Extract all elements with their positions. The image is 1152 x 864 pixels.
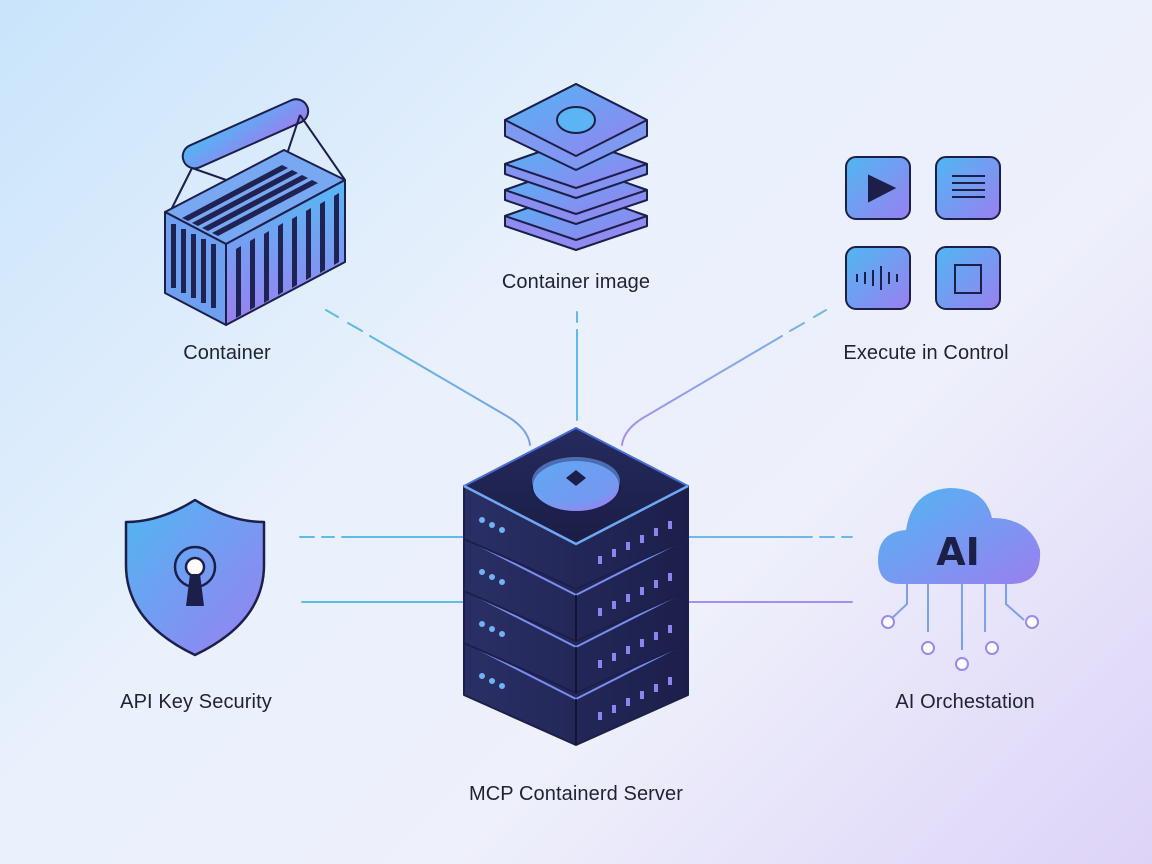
layer-stack-icon [504,83,648,251]
security-label: API Key Security [120,691,272,713]
lines-tile [935,156,1001,220]
connector-execute [621,309,827,446]
server-label: MCP Containerd Server [468,783,684,805]
execute-label: Execute in Control [843,342,1009,364]
lines-icon [952,175,985,198]
play-icon [868,174,897,203]
container-image-label: Container image [501,271,651,293]
server-stack-icon [463,427,689,746]
waveform-icon [856,266,898,290]
container-label: Container [183,342,271,364]
connectors [299,309,853,603]
stop-icon [954,264,982,294]
waveform-tile [845,246,911,310]
ai-icon-text: AI [936,530,980,574]
stop-tile [935,246,1001,310]
ai-label: AI Orchestation [895,691,1035,713]
shipping-container-icon [164,98,346,326]
ai-cloud-icon: AI [878,488,1041,671]
shield-keyhole-icon [124,498,266,657]
connector-container [325,309,531,446]
control-grid-icon [845,156,1001,310]
